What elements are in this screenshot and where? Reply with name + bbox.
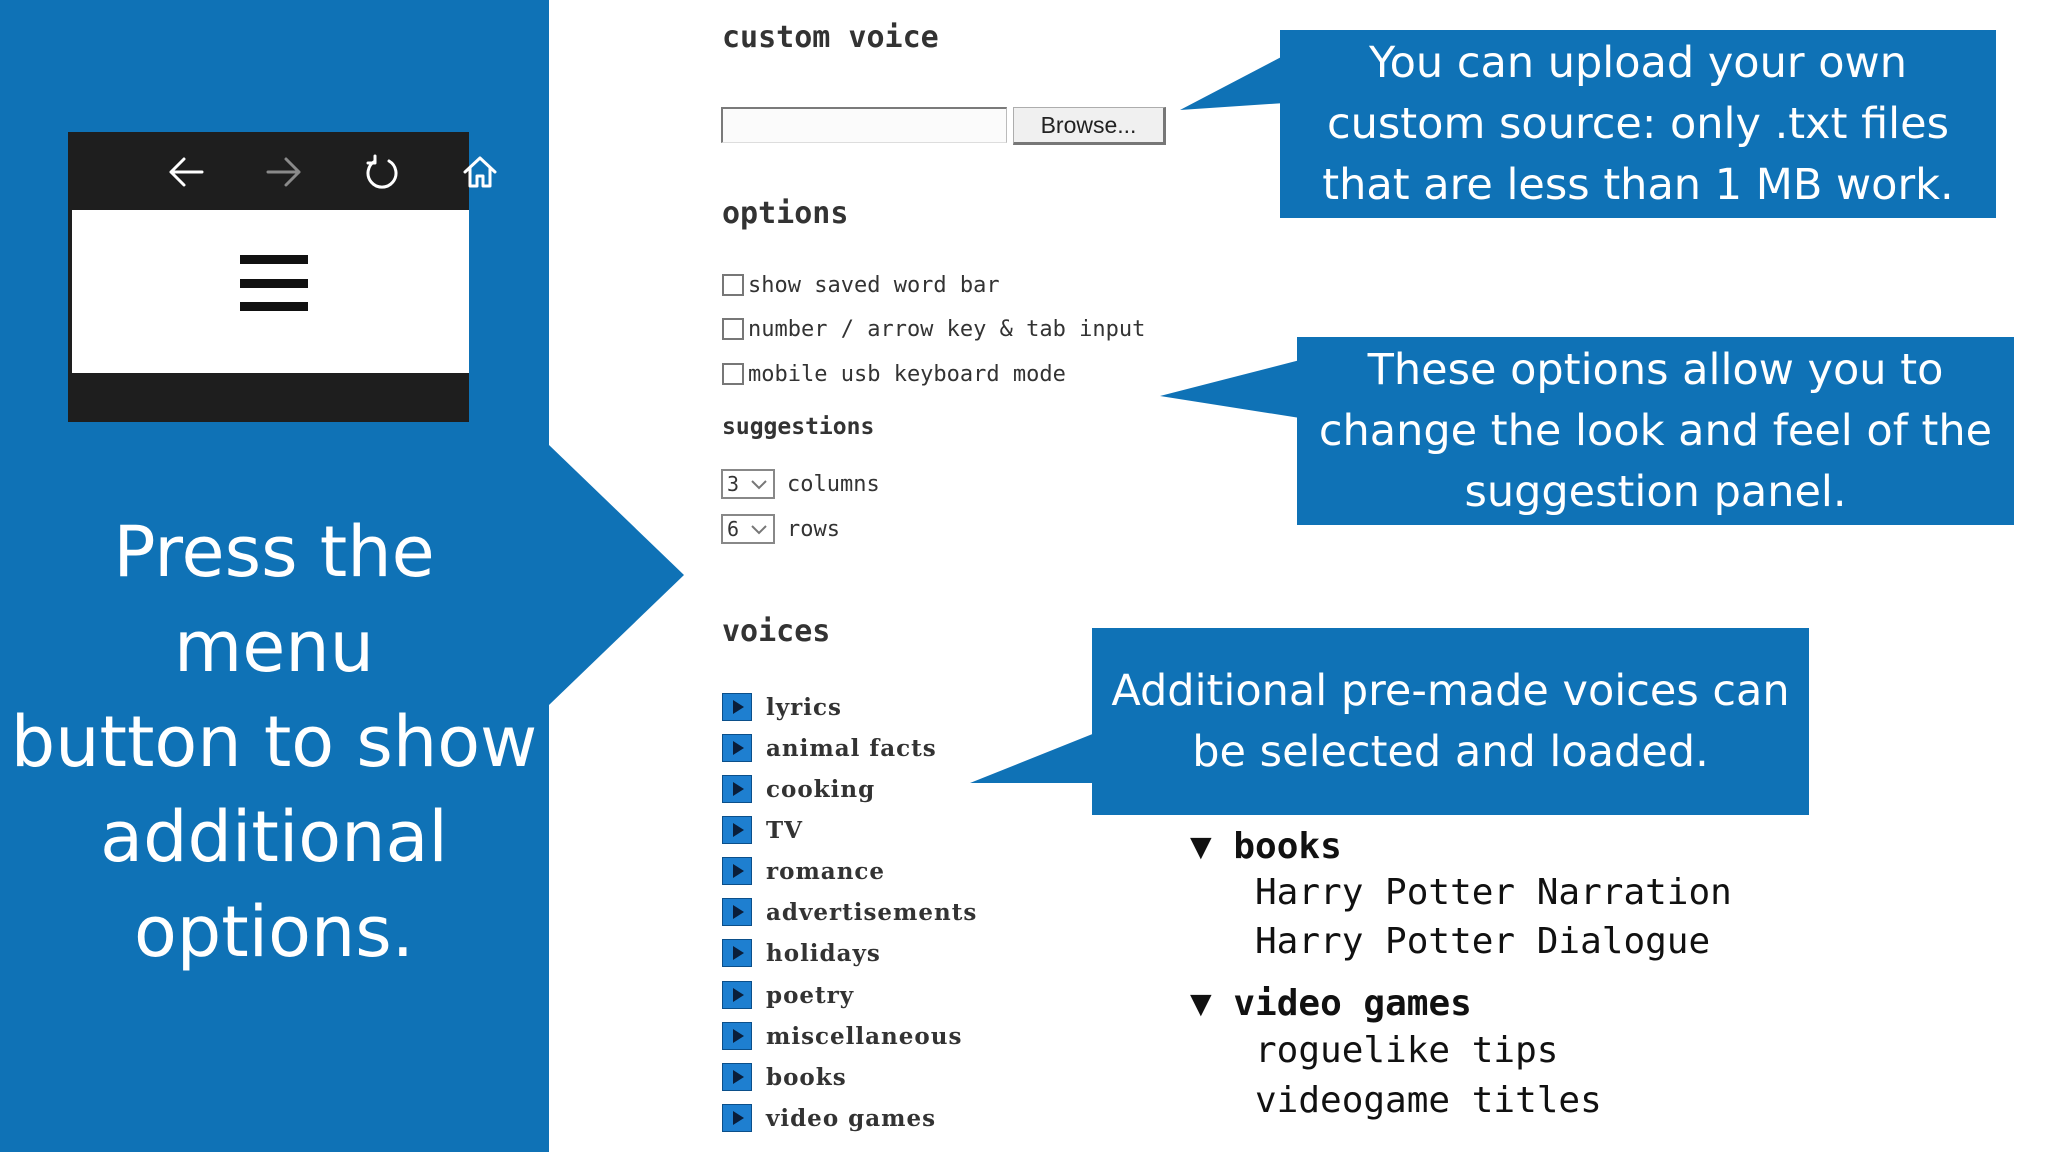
- tree-group-books[interactable]: ▼ books: [1190, 826, 1342, 867]
- voice-item-animal-facts[interactable]: animal facts: [722, 733, 937, 763]
- voice-item-books[interactable]: books: [722, 1062, 847, 1092]
- tree-item[interactable]: Harry Potter Dialogue: [1255, 921, 1711, 962]
- checkbox[interactable]: [722, 363, 744, 385]
- hamburger-menu-icon[interactable]: [240, 255, 308, 317]
- voice-item-romance[interactable]: romance: [722, 856, 885, 886]
- callout-line: custom source: only .txt files: [1327, 98, 1949, 149]
- voice-label: video games: [766, 1104, 937, 1132]
- tree-group-label: video games: [1233, 983, 1472, 1024]
- checkbox[interactable]: [722, 274, 744, 296]
- browser-content-area: [72, 210, 469, 373]
- options-callout: These options allow you to change the lo…: [1297, 337, 2014, 525]
- voice-label: animal facts: [766, 734, 937, 762]
- callout-line: suggestion panel.: [1464, 466, 1847, 517]
- callout-pointer: [1180, 55, 1285, 110]
- tree-group-video-games[interactable]: ▼ video games: [1190, 983, 1472, 1024]
- option-number-arrow-input[interactable]: number / arrow key & tab input: [722, 314, 1145, 344]
- chevron-down-icon: [751, 525, 767, 535]
- select-value: 3: [727, 472, 740, 496]
- voice-label: TV: [766, 816, 803, 844]
- columns-setting: 3 columns: [721, 468, 880, 500]
- left-instruction-panel: Press the menu button to show additional…: [0, 0, 549, 1152]
- forward-arrow-icon: [254, 142, 314, 202]
- voices-title: voices: [722, 614, 831, 649]
- tree-item[interactable]: Harry Potter Narration: [1255, 872, 1732, 913]
- voice-item-lyrics[interactable]: lyrics: [722, 692, 842, 722]
- tree-item[interactable]: roguelike tips: [1255, 1030, 1559, 1071]
- checkbox[interactable]: [722, 318, 744, 340]
- play-icon[interactable]: [722, 775, 752, 803]
- voice-label: advertisements: [766, 898, 978, 926]
- option-show-saved-word-bar[interactable]: show saved word bar: [722, 270, 1000, 300]
- voice-label: poetry: [766, 981, 855, 1009]
- option-label: number / arrow key & tab input: [748, 316, 1146, 342]
- tree-item[interactable]: videogame titles: [1255, 1080, 1602, 1121]
- instruction-line: additional: [100, 796, 448, 878]
- callout-line: You can upload your own: [1369, 37, 1907, 88]
- voice-item-video-games[interactable]: video games: [722, 1103, 936, 1133]
- home-icon: [450, 142, 510, 202]
- voice-item-miscellaneous[interactable]: miscellaneous: [722, 1021, 962, 1051]
- callout-pointer: [1160, 360, 1300, 418]
- callout-line: change the look and feel of the: [1318, 405, 1993, 456]
- triangle-down-icon: ▼: [1190, 826, 1212, 867]
- instruction-line: Press the menu: [113, 511, 435, 688]
- browse-button[interactable]: Browse...: [1013, 107, 1166, 145]
- chevron-down-icon: [751, 480, 767, 490]
- triangle-down-icon: ▼: [1190, 983, 1212, 1024]
- rows-select[interactable]: 6: [721, 514, 775, 544]
- play-icon[interactable]: [722, 734, 752, 762]
- play-icon[interactable]: [722, 1022, 752, 1050]
- voice-label: cooking: [766, 775, 876, 803]
- options-title: options: [722, 196, 849, 231]
- play-icon[interactable]: [722, 898, 752, 926]
- instruction-line: options.: [133, 891, 415, 973]
- rows-setting: 6 rows: [721, 513, 840, 545]
- columns-label: columns: [787, 471, 880, 497]
- play-icon[interactable]: [722, 816, 752, 844]
- columns-select[interactable]: 3: [721, 469, 775, 499]
- play-icon[interactable]: [722, 981, 752, 1009]
- play-icon[interactable]: [722, 939, 752, 967]
- voices-callout: Additional pre-made voices can be select…: [1092, 628, 1809, 815]
- tree-group-label: books: [1233, 826, 1342, 867]
- callout-pointer: [970, 733, 1095, 783]
- voice-item-advertisements[interactable]: advertisements: [722, 897, 977, 927]
- voice-label: miscellaneous: [766, 1022, 963, 1050]
- big-right-arrow: [540, 445, 684, 705]
- voice-label: romance: [766, 857, 886, 885]
- browser-mockup: [68, 132, 497, 422]
- callout-line: that are less than 1 MB work.: [1322, 159, 1954, 210]
- voice-label: holidays: [766, 939, 881, 967]
- voice-item-tv[interactable]: TV: [722, 815, 803, 845]
- voice-item-holidays[interactable]: holidays: [722, 938, 881, 968]
- instruction-line: button to show: [10, 701, 538, 783]
- select-value: 6: [727, 517, 740, 541]
- voice-label: lyrics: [766, 693, 842, 721]
- rows-label: rows: [787, 516, 840, 542]
- option-label: show saved word bar: [748, 272, 1000, 298]
- option-label: mobile usb keyboard mode: [748, 361, 1066, 387]
- voice-item-cooking[interactable]: cooking: [722, 774, 875, 804]
- play-icon[interactable]: [722, 1104, 752, 1132]
- callout-line: Additional pre-made voices can: [1111, 665, 1790, 716]
- voice-label: books: [766, 1063, 847, 1091]
- callout-line: be selected and loaded.: [1192, 726, 1709, 777]
- upload-callout: You can upload your own custom source: o…: [1280, 30, 1996, 218]
- play-icon[interactable]: [722, 1063, 752, 1091]
- custom-voice-title: custom voice: [722, 20, 939, 55]
- suggestions-title: suggestions: [722, 414, 875, 440]
- file-path-input[interactable]: [721, 107, 1007, 143]
- play-icon[interactable]: [722, 857, 752, 885]
- instruction-text: Press the menu button to show additional…: [10, 505, 538, 980]
- play-icon[interactable]: [722, 693, 752, 721]
- option-mobile-usb-keyboard[interactable]: mobile usb keyboard mode: [722, 359, 1066, 389]
- voice-item-poetry[interactable]: poetry: [722, 980, 854, 1010]
- back-arrow-icon: [156, 142, 216, 202]
- refresh-icon: [352, 142, 412, 202]
- callout-line: These options allow you to: [1367, 344, 1944, 395]
